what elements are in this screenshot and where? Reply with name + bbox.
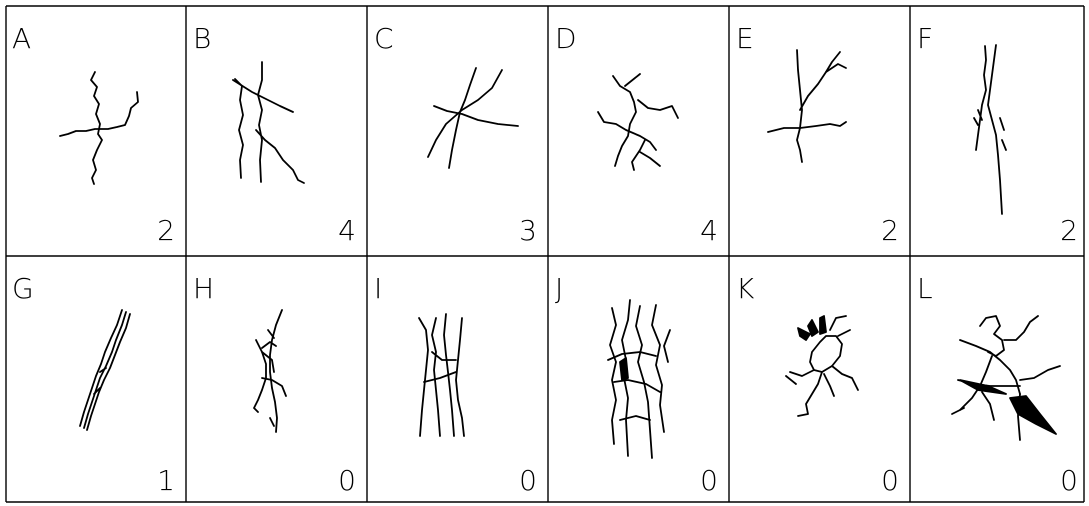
panel-letter: F xyxy=(917,22,933,55)
panel-letter: B xyxy=(193,22,211,55)
panel-count: 0 xyxy=(700,464,718,497)
panel-count: 2 xyxy=(157,214,175,247)
panel-count: 4 xyxy=(700,214,718,247)
panel-i: I 0 xyxy=(374,272,537,497)
crack-sketch xyxy=(952,316,1060,440)
crack-sketch xyxy=(974,45,1006,214)
panel-letter: J xyxy=(555,272,563,305)
panel-count: 4 xyxy=(338,214,356,247)
panel-f: F 2 xyxy=(917,22,1078,247)
panel-letter: C xyxy=(374,22,394,55)
crack-sketch xyxy=(786,316,858,416)
panel-c: C 3 xyxy=(374,22,537,247)
panel-b: B 4 xyxy=(193,22,356,247)
crack-sketch xyxy=(428,68,518,168)
crack-sketch xyxy=(254,310,286,432)
crack-sketch xyxy=(768,50,846,162)
panel-letter: E xyxy=(736,22,754,55)
crack-sketch xyxy=(608,300,670,458)
crack-sketch xyxy=(419,314,464,436)
crack-sketch xyxy=(598,74,678,170)
panel-count: 0 xyxy=(519,464,537,497)
crack-sketch xyxy=(60,72,138,184)
panel-count: 3 xyxy=(519,214,537,247)
panel-grid xyxy=(6,6,1084,502)
panel-count: 1 xyxy=(157,464,175,497)
panel-k: K 0 xyxy=(736,272,899,497)
panel-letter: A xyxy=(12,22,31,55)
panel-count: 0 xyxy=(881,464,899,497)
panel-letter: G xyxy=(12,272,34,305)
panel-j: J 0 xyxy=(555,272,718,497)
panel-l: L 0 xyxy=(917,272,1078,497)
panel-count: 2 xyxy=(881,214,899,247)
crack-sketch xyxy=(233,62,304,183)
panel-a: A 2 xyxy=(12,22,175,247)
panel-letter: H xyxy=(193,272,214,305)
panel-count: 0 xyxy=(1060,464,1078,497)
panel-g: G 1 xyxy=(12,272,175,497)
panel-letter: L xyxy=(917,272,933,305)
panel-e: E 2 xyxy=(736,22,899,247)
crack-sketch xyxy=(80,310,130,430)
panel-letter: I xyxy=(374,272,382,305)
panel-d: D 4 xyxy=(555,22,718,247)
panel-count: 0 xyxy=(338,464,356,497)
panel-count: 2 xyxy=(1060,214,1078,247)
panel-letter: K xyxy=(736,272,755,305)
panel-letter: D xyxy=(555,22,577,55)
panel-h: H 0 xyxy=(193,272,356,497)
